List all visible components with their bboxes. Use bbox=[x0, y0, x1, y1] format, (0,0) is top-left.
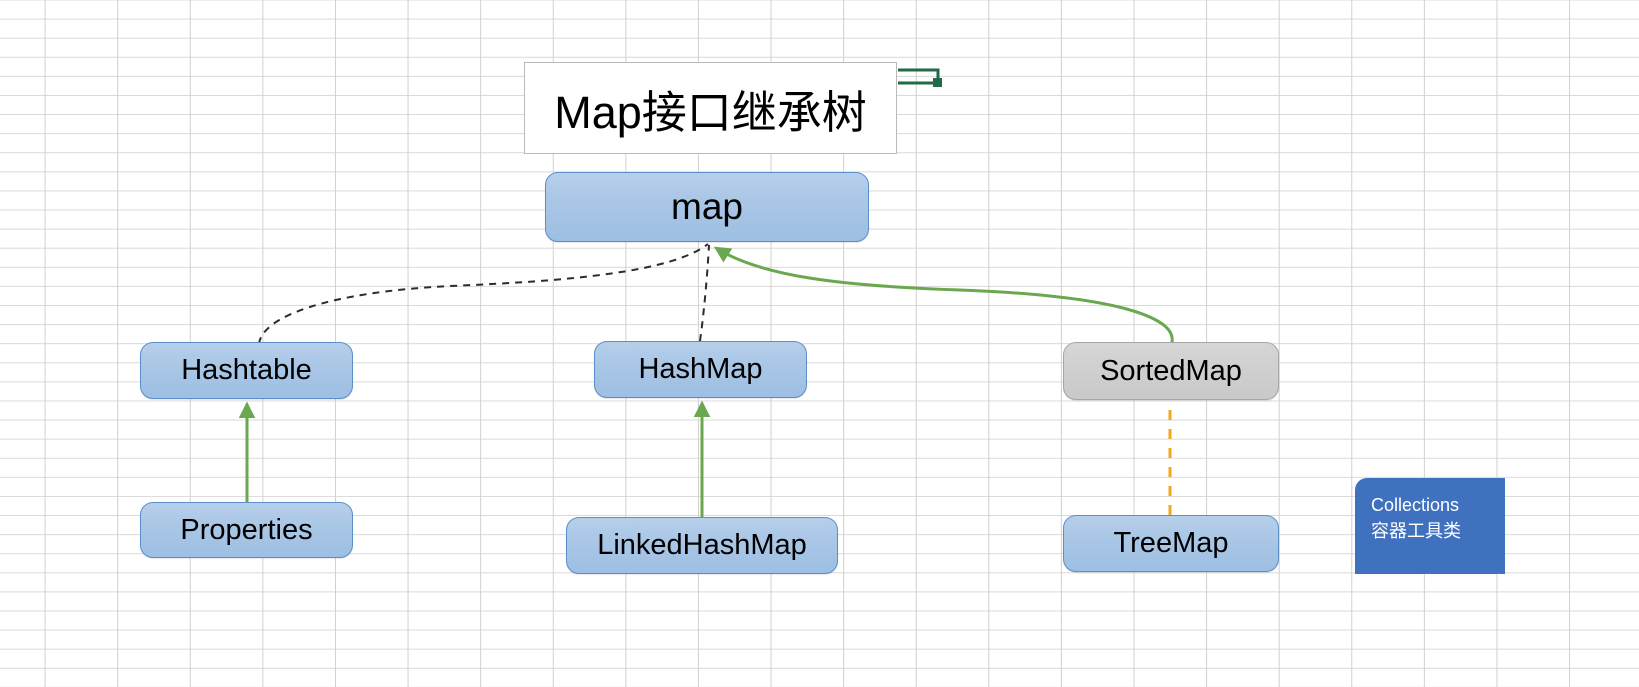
node-map-label: map bbox=[671, 186, 743, 227]
note-collections-line1: Collections bbox=[1371, 495, 1460, 515]
node-hashtable-label: Hashtable bbox=[181, 354, 312, 386]
node-hashmap-label: HashMap bbox=[638, 353, 763, 385]
node-linkedhashmap[interactable]: LinkedHashMap bbox=[566, 517, 838, 574]
note-collections-line2: 容器工具类 bbox=[1371, 521, 1461, 542]
diagram-title: Map接口继承树 bbox=[524, 62, 897, 154]
edge-sortedmap-to-map bbox=[713, 246, 1174, 343]
green-connector-handle[interactable] bbox=[898, 68, 942, 87]
node-map[interactable]: map bbox=[545, 172, 869, 242]
node-treemap-label: TreeMap bbox=[1113, 527, 1229, 559]
edge-hashmap-to-map bbox=[699, 244, 710, 342]
diagram-title-text: Map接口继承树 bbox=[554, 86, 867, 138]
edge-hashtable-to-map bbox=[258, 243, 709, 345]
node-sortedmap-label: SortedMap bbox=[1100, 354, 1242, 387]
node-linkedhashmap-label: LinkedHashMap bbox=[597, 529, 807, 561]
node-properties-label: Properties bbox=[180, 513, 313, 546]
node-properties[interactable]: Properties bbox=[140, 502, 353, 558]
node-sortedmap[interactable]: SortedMap bbox=[1063, 342, 1279, 400]
node-hashtable[interactable]: Hashtable bbox=[140, 342, 353, 399]
node-hashmap[interactable]: HashMap bbox=[594, 341, 807, 398]
node-treemap[interactable]: TreeMap bbox=[1063, 515, 1279, 572]
note-collections[interactable]: Collections 容器工具类 bbox=[1355, 478, 1505, 574]
